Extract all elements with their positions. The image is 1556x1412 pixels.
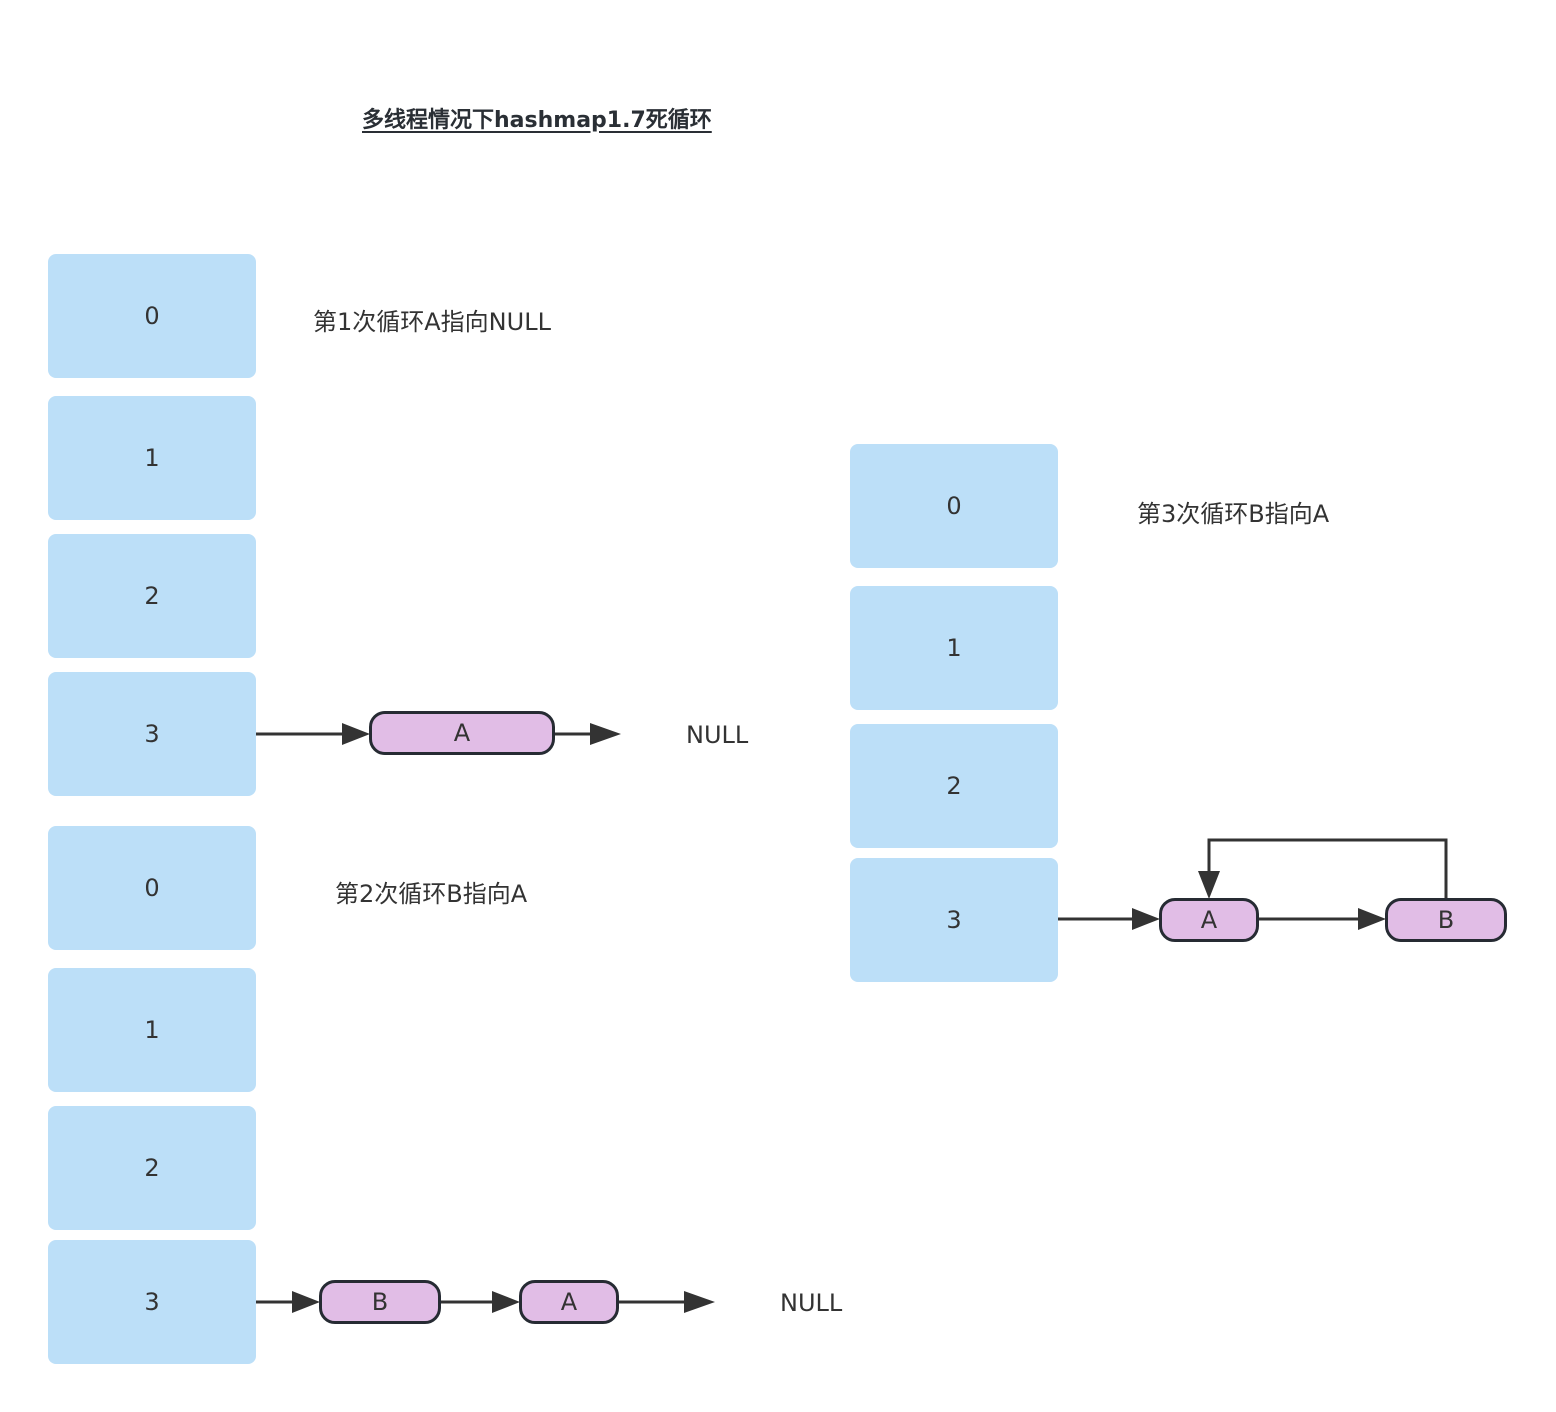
- bucket-0: 0: [850, 444, 1058, 568]
- bucket-2: 2: [850, 724, 1058, 848]
- bucket-2: 2: [48, 534, 256, 658]
- bucket-0: 0: [48, 826, 256, 950]
- node-b: B: [1385, 898, 1507, 942]
- step-1-caption: 第1次循环A指向NULL: [313, 308, 551, 336]
- null-label: NULL: [780, 1289, 843, 1317]
- node-a: A: [519, 1280, 619, 1324]
- bucket-3: 3: [850, 858, 1058, 982]
- step-3-caption: 第3次循环B指向A: [1137, 500, 1330, 528]
- step-2-caption: 第2次循环B指向A: [335, 880, 528, 908]
- node-a: A: [369, 711, 555, 755]
- bucket-2: 2: [48, 1106, 256, 1230]
- node-a: A: [1159, 898, 1259, 942]
- null-label: NULL: [686, 721, 749, 749]
- arrow-b-to-a: [441, 1291, 520, 1313]
- arrow-bucket-to-b: [256, 1291, 320, 1313]
- bucket-1: 1: [48, 968, 256, 1092]
- bucket-0: 0: [48, 254, 256, 378]
- arrow-bucket-to-a: [1058, 908, 1160, 930]
- arrow-a-to-b: [1259, 908, 1386, 930]
- bucket-1: 1: [48, 396, 256, 520]
- arrow-bucket-to-a: [256, 723, 370, 745]
- node-b: B: [319, 1280, 441, 1324]
- diagram-title: 多线程情况下hashmap1.7死循环: [362, 108, 712, 133]
- arrow-b-loop-to-a: [1198, 838, 1448, 899]
- bucket-1: 1: [850, 586, 1058, 710]
- bucket-3: 3: [48, 672, 256, 796]
- bucket-3: 3: [48, 1240, 256, 1364]
- arrow-a-to-null: [619, 1291, 715, 1313]
- arrow-a-to-null: [555, 723, 621, 745]
